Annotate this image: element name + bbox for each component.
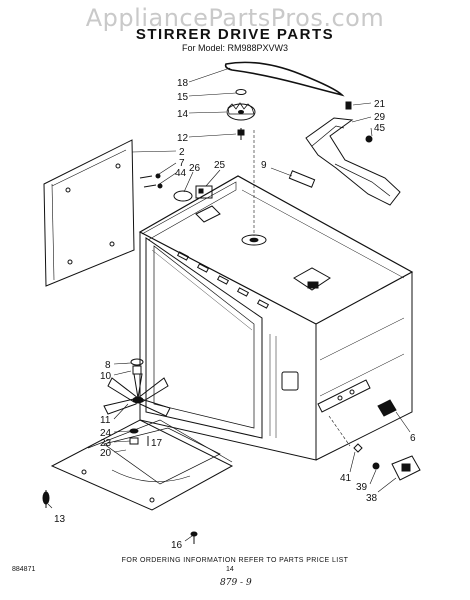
callout-41: 41 [340,473,352,484]
callout-24: 24 [100,428,112,439]
callout-20: 20 [100,448,112,459]
callout-38: 38 [366,493,378,504]
part-side-panel [43,139,135,287]
callout-45: 45 [374,123,386,134]
part-cover-plate [50,419,234,511]
callout-23: 23 [100,438,112,449]
callout-21: 21 [374,99,386,110]
callout-17: 17 [151,438,163,449]
part-stirrer-fan [103,373,171,417]
watermark: AppliancePartsPros.com [85,4,385,32]
callout-11: 11 [100,415,111,426]
part-screw-13 [42,490,50,508]
part-screws-7-44 [139,173,163,189]
callout-labels: 18 15 14 12 21 29 45 2 7 44 26 25 9 8 10… [54,78,416,551]
callout-18: 18 [177,78,189,89]
part-stirrer-motor [173,185,213,202]
callout-44: 44 [175,168,187,179]
part-cavity [138,175,414,461]
handwritten-mark: 879 - 9 [220,578,252,588]
part-screw-12 [237,128,245,140]
document-code: 884871 [12,566,36,573]
part-switch-assembly [353,443,421,481]
page-title: STIRRER DRIVE PARTS [135,26,335,43]
callout-29: 29 [374,112,386,123]
part-screw-16 [190,531,198,544]
part-stirrer-pulley [226,102,256,121]
callout-6: 6 [410,433,416,444]
callout-10: 10 [100,371,112,382]
ordering-note: FOR ORDERING INFORMATION REFER TO PARTS … [121,557,349,564]
callout-12: 12 [177,133,189,144]
leader-lines [47,67,411,542]
part-latch [377,399,397,417]
callout-25: 25 [214,160,226,171]
part-waveguide-bracket [305,101,401,206]
model-line: For Model: RM988PXVW3 [181,43,289,53]
callout-9: 9 [261,160,267,171]
callout-13: 13 [54,514,66,525]
callout-8: 8 [105,360,111,371]
callout-14: 14 [177,109,189,120]
callout-39: 39 [356,482,368,493]
part-washer [235,89,247,95]
page-number: 14 [226,566,234,573]
callout-7: 7 [179,158,185,169]
callout-26: 26 [189,163,201,174]
part-washers [129,428,149,446]
part-block-9 [288,170,316,188]
callout-2: 2 [179,147,185,158]
part-coupler [130,358,144,375]
part-belt [224,61,345,97]
callout-15: 15 [177,92,189,103]
callout-16: 16 [171,540,183,551]
